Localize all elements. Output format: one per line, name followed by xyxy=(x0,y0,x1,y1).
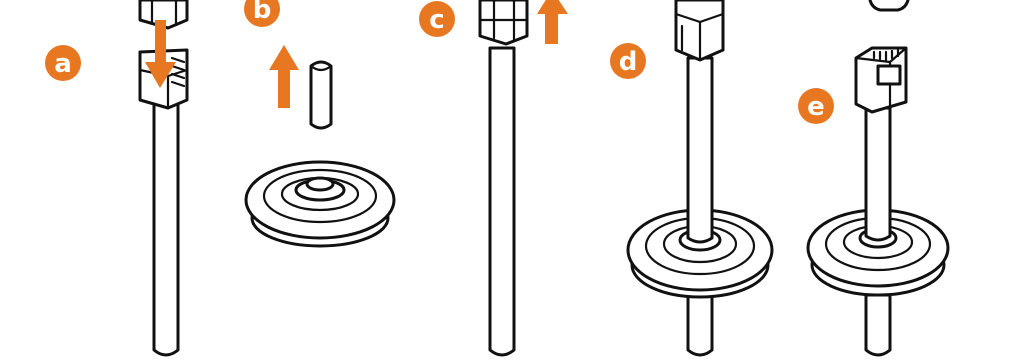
step-d-illustration: d xyxy=(610,0,772,355)
step-d-label: d xyxy=(619,47,638,77)
step-e-upper-cable xyxy=(866,108,890,240)
step-b-illustration: b xyxy=(244,0,394,246)
step-b-pin xyxy=(311,62,331,128)
step-b-label: b xyxy=(253,0,272,25)
step-a-illustration: a xyxy=(45,0,187,355)
step-e-illustration: e xyxy=(798,0,948,355)
step-a-label: a xyxy=(54,49,72,79)
step-e-label: e xyxy=(807,92,825,122)
step-c-connector xyxy=(480,0,527,44)
step-c-cable xyxy=(490,48,514,355)
step-a-cable xyxy=(154,100,178,355)
step-c-illustration: c xyxy=(419,0,568,355)
step-d-upper-cable xyxy=(688,58,712,242)
step-c-up-arrow-icon xyxy=(537,0,568,44)
step-d-lower-cable xyxy=(688,295,712,355)
step-b-up-arrow-icon xyxy=(269,45,299,108)
step-c-label: c xyxy=(429,5,444,35)
step-e-lower-cable xyxy=(866,295,890,355)
step-e-top-part xyxy=(870,0,908,10)
